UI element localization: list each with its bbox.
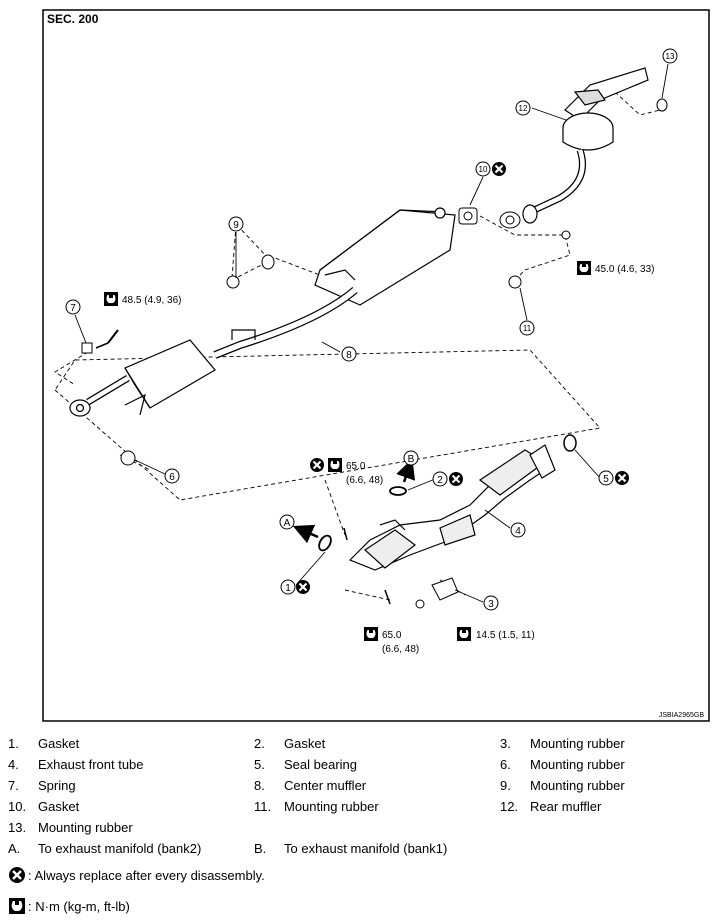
legend-label: Mounting rubber bbox=[38, 820, 133, 835]
section-label: SEC. 200 bbox=[47, 12, 99, 26]
legend-label: To exhaust manifold (bank1) bbox=[284, 841, 448, 856]
legend-row: A.To exhaust manifold (bank2) B.To exhau… bbox=[8, 841, 448, 856]
svg-text:65.0: 65.0 bbox=[346, 461, 366, 472]
callout-12: 12 bbox=[515, 100, 531, 116]
callout-leaders bbox=[74, 63, 669, 603]
mounting-bracket bbox=[431, 577, 459, 601]
mounting-rubber-11 bbox=[508, 275, 522, 289]
pre-muffler bbox=[69, 339, 216, 417]
svg-text:14.5 (1.5, 11): 14.5 (1.5, 11) bbox=[476, 630, 535, 641]
image-code: JSBIA2965GB bbox=[659, 712, 704, 719]
svg-text:1: 1 bbox=[285, 583, 291, 594]
callout-8: 8 bbox=[341, 346, 357, 362]
callout-4: 4 bbox=[510, 522, 526, 538]
legend-label: Mounting rubber bbox=[530, 778, 625, 793]
svg-text:B: B bbox=[408, 454, 415, 465]
legend-row: 7.Spring 8.Center muffler 9.Mounting rub… bbox=[8, 778, 625, 793]
seal-bearing bbox=[563, 434, 577, 452]
spring-bolt bbox=[81, 329, 119, 354]
svg-text:4: 4 bbox=[515, 526, 521, 537]
svg-text:7: 7 bbox=[70, 303, 76, 314]
legend-label: Rear muffler bbox=[530, 799, 602, 814]
svg-text:45.0 (4.6, 33): 45.0 (4.6, 33) bbox=[595, 264, 654, 275]
svg-text:12: 12 bbox=[519, 104, 528, 113]
gasket-2 bbox=[389, 486, 407, 496]
mounting-rubber-9a bbox=[261, 254, 275, 270]
legend-row: 13.Mounting rubber bbox=[8, 820, 133, 835]
rear-mounting-rubber bbox=[656, 98, 668, 112]
nut bbox=[561, 230, 571, 240]
svg-text:65.0: 65.0 bbox=[382, 630, 402, 641]
legend-row: 10.Gasket 11.Mounting rubber 12.Rear muf… bbox=[8, 799, 602, 814]
callout-5: 5 bbox=[598, 469, 631, 487]
legend-label: Mounting rubber bbox=[530, 736, 625, 751]
gasket-1 bbox=[318, 534, 332, 552]
exhaust-front-tube bbox=[348, 444, 556, 571]
svg-text:11: 11 bbox=[523, 324, 532, 333]
callout-6: 6 bbox=[164, 468, 180, 484]
torque-spring: 48.5 (4.9, 36) bbox=[104, 292, 181, 306]
callout-1: 1 bbox=[280, 578, 312, 596]
legend-row: 4.Exhaust front tube 5.Seal bearing 6.Mo… bbox=[8, 757, 625, 772]
torque-wrench-icon bbox=[9, 898, 25, 914]
legend-label: Gasket bbox=[38, 799, 80, 814]
svg-text:3: 3 bbox=[488, 599, 494, 610]
arrow-a bbox=[292, 524, 319, 544]
legend-label: Mounting rubber bbox=[530, 757, 625, 772]
torque-lower: 65.0 (6.6, 48) bbox=[364, 627, 419, 655]
svg-text:A: A bbox=[284, 518, 291, 529]
legend-label: Seal bearing bbox=[284, 757, 357, 772]
legend-label: Spring bbox=[38, 778, 76, 793]
callout-9: 9 bbox=[228, 216, 244, 232]
svg-text:5: 5 bbox=[603, 474, 609, 485]
svg-text:8: 8 bbox=[346, 350, 352, 361]
svg-text:48.5 (4.9, 36): 48.5 (4.9, 36) bbox=[122, 295, 181, 306]
replace-note: : Always replace after every disassembly… bbox=[8, 866, 265, 884]
legend-label: Center muffler bbox=[284, 778, 367, 793]
torque-bracket: 14.5 (1.5, 11) bbox=[457, 627, 535, 641]
svg-text:(6.6, 48): (6.6, 48) bbox=[382, 644, 419, 655]
legend-label: Gasket bbox=[284, 736, 326, 751]
legend-label: Mounting rubber bbox=[284, 799, 379, 814]
arrow-b bbox=[396, 458, 416, 483]
legend-label: Gasket bbox=[38, 736, 80, 751]
torque-rear: 45.0 (4.6, 33) bbox=[577, 261, 654, 275]
svg-text:2: 2 bbox=[437, 475, 443, 486]
callout-a: A bbox=[279, 514, 295, 530]
mounting-rubber-9b bbox=[226, 275, 240, 289]
dashed-leaders bbox=[54, 91, 661, 601]
svg-text:(6.6, 48): (6.6, 48) bbox=[346, 475, 383, 486]
torque-unit-note: : N·m (kg-m, ft-lb) bbox=[8, 897, 130, 915]
svg-text:6: 6 bbox=[169, 472, 175, 483]
mounting-rubber-6 bbox=[120, 450, 136, 466]
legend-label: Exhaust front tube bbox=[38, 757, 144, 772]
legend-row: 1.Gasket 2.Gasket 3.Mounting rubber bbox=[8, 736, 625, 751]
legend-label: To exhaust manifold (bank2) bbox=[38, 841, 202, 856]
rear-muffler bbox=[522, 67, 649, 224]
svg-text:9: 9 bbox=[233, 220, 239, 231]
svg-text:10: 10 bbox=[479, 165, 488, 174]
callout-3: 3 bbox=[483, 595, 499, 611]
svg-text:13: 13 bbox=[666, 52, 675, 61]
callout-2: 2 bbox=[432, 470, 465, 488]
center-muffler bbox=[213, 207, 456, 359]
torque-upper: 65.0 (6.6, 48) bbox=[308, 456, 383, 486]
exhaust-system-diagram: SEC. 200 JSBIA2965GB bbox=[42, 9, 710, 722]
callout-10: 10 bbox=[475, 160, 508, 178]
callout-b: B bbox=[403, 450, 419, 466]
always-replace-icon bbox=[9, 867, 25, 883]
diagram-frame bbox=[42, 9, 710, 722]
callout-7: 7 bbox=[65, 299, 81, 315]
callout-11: 11 bbox=[519, 320, 535, 336]
callout-13: 13 bbox=[662, 48, 678, 64]
